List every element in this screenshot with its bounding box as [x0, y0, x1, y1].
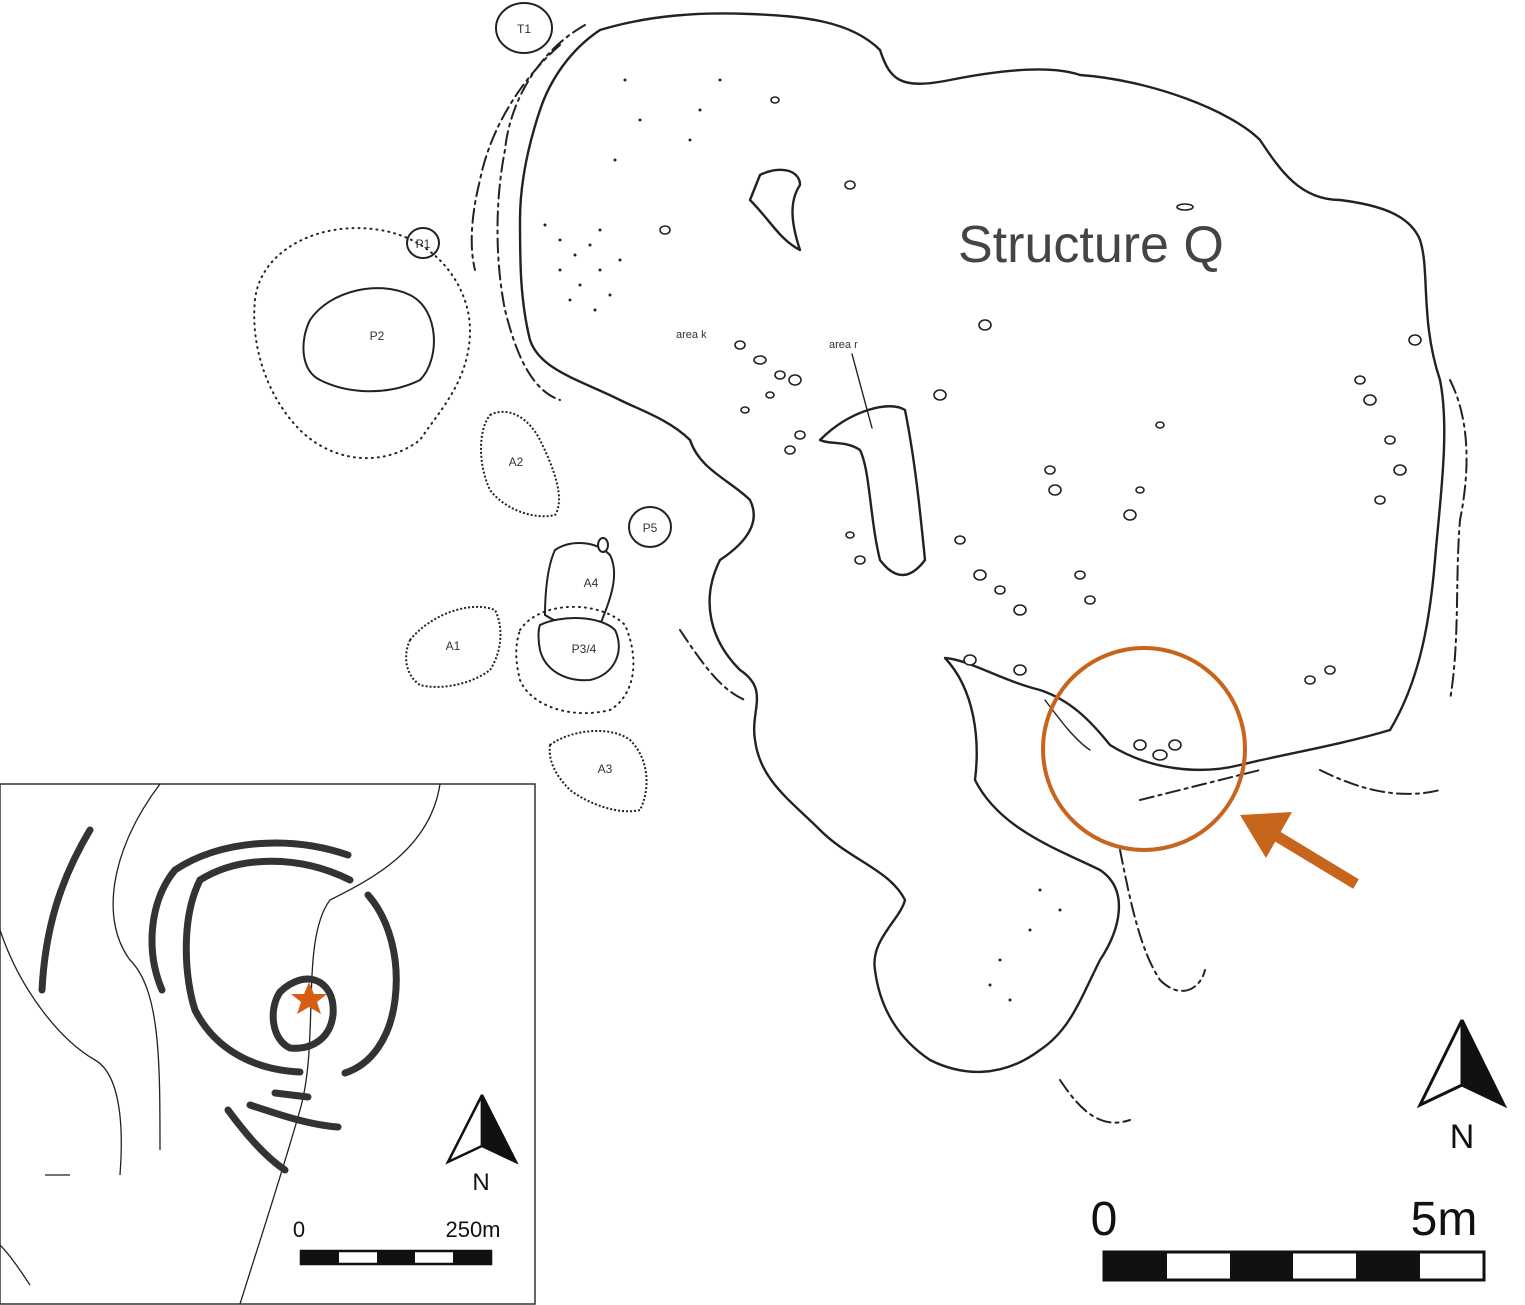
highlight-arrow	[1240, 812, 1359, 889]
scale-bar	[1102, 1250, 1486, 1282]
inset-north-label: N	[472, 1169, 489, 1196]
wall-trace-se	[1319, 769, 1441, 795]
inset-contour-6	[246, 1101, 342, 1131]
feature-p2-label: P2	[370, 329, 385, 343]
stone-scatter	[659, 96, 1422, 761]
scale-start-label: 0	[1091, 1193, 1118, 1246]
inset-line-4	[0, 1244, 31, 1286]
inset-line-2	[112, 783, 161, 1151]
feature-t1: T1	[495, 2, 553, 54]
feature-t1-label: T1	[517, 22, 531, 36]
feature-p34: P3/4	[515, 605, 635, 715]
north-label: N	[1450, 1118, 1475, 1156]
inset-contour-3	[182, 857, 354, 1076]
structure-q-outline	[518, 12, 1446, 1074]
highlight-circle	[1041, 646, 1247, 852]
wall-trace-south-3	[1059, 1079, 1131, 1124]
inset-contour-4	[341, 891, 400, 1077]
gravel-patch	[543, 78, 1062, 1002]
wall-trace-left-2	[470, 44, 561, 271]
feature-a3: A3	[548, 729, 648, 813]
feature-p5-label: P5	[643, 521, 658, 535]
feature-p1: P1	[406, 227, 440, 259]
inset-contour-top	[269, 975, 337, 1052]
inset-scale-end-label: 250m	[445, 1217, 500, 1242]
feature-a3-label: A3	[598, 762, 613, 776]
site-star-icon	[291, 982, 327, 1014]
internal-feature-2	[818, 405, 927, 577]
inset-contour	[38, 826, 94, 994]
wall-trace-south-2	[1119, 849, 1206, 992]
feature-a4: A4	[543, 537, 616, 628]
map-title: Structure Q	[958, 216, 1224, 274]
inset-contour-5	[224, 1106, 289, 1174]
feature-a2-label: A2	[509, 455, 524, 469]
feature-p2: P2	[253, 227, 472, 460]
feature-p5: P5	[628, 506, 672, 548]
area-r-leader	[851, 353, 873, 429]
feature-a1: A1	[405, 605, 502, 688]
inset-contour-7	[271, 1089, 312, 1101]
feature-p34-label: P3/4	[572, 642, 597, 656]
wall-trace-southeast	[1139, 769, 1261, 801]
feature-a4-label: A4	[584, 576, 599, 590]
area-k-label: area k	[676, 329, 707, 341]
inset-north-arrow-icon	[445, 1094, 519, 1165]
wall-trace-south	[679, 629, 746, 701]
area-r-label: area r	[829, 339, 858, 351]
inset-map: N 0 250m	[0, 783, 536, 1305]
feature-a2: A2	[480, 410, 561, 518]
inset-scale-start-label: 0	[293, 1217, 305, 1242]
wall-trace-left	[496, 24, 586, 401]
wall-trace-east	[1449, 379, 1468, 701]
internal-feature	[748, 168, 802, 252]
north-arrow-icon	[1416, 1019, 1508, 1109]
inset-contour-2	[148, 839, 352, 994]
feature-a1-label: A1	[446, 639, 461, 653]
feature-p1-label: P1	[416, 237, 431, 251]
internal-feature-3	[1044, 699, 1091, 751]
inset-scale-bar	[299, 1249, 493, 1266]
scale-end-label: 5m	[1411, 1193, 1478, 1246]
inset-line	[0, 929, 122, 1176]
